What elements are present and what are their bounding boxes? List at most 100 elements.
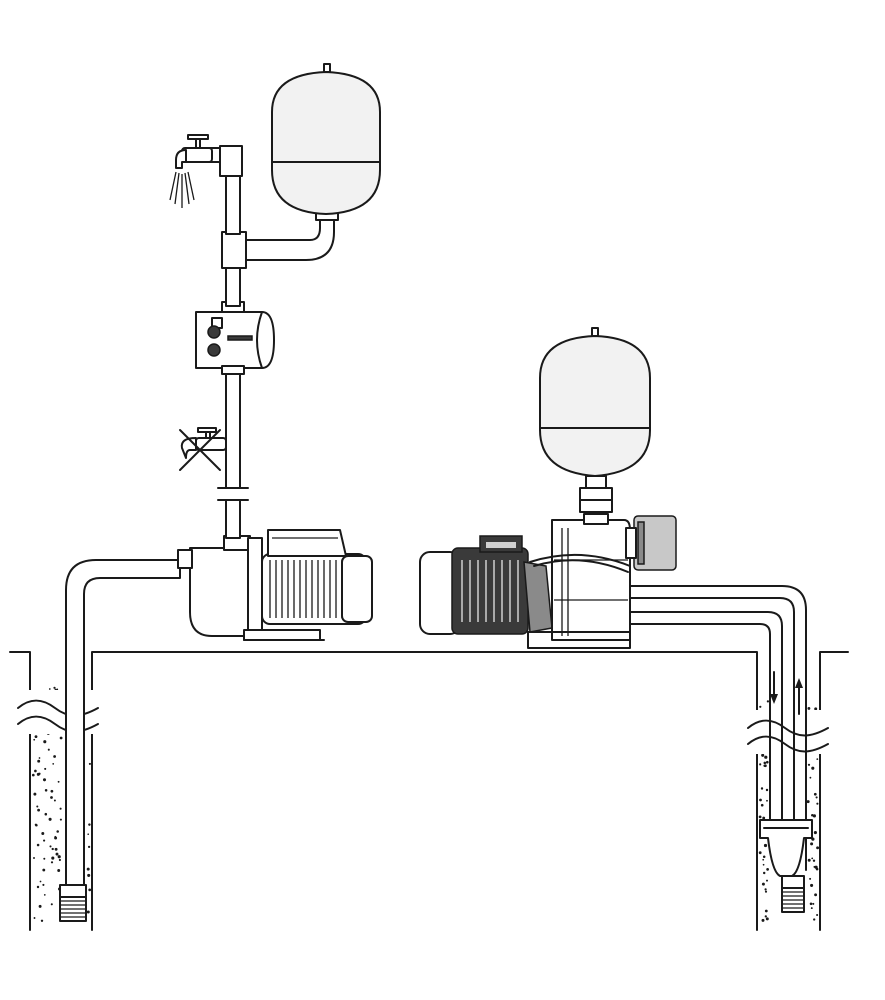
sediment-dot bbox=[88, 823, 91, 826]
arrow-up-icon bbox=[795, 678, 803, 715]
right-foot-strainer bbox=[781, 887, 805, 913]
right-pressure-tank bbox=[539, 327, 651, 513]
sediment-dot bbox=[810, 883, 814, 887]
sediment-dot bbox=[761, 882, 765, 886]
sediment-dot bbox=[36, 772, 40, 776]
left-jet-pump bbox=[177, 529, 373, 641]
sediment-dot bbox=[809, 902, 813, 906]
sediment-dot bbox=[88, 762, 91, 765]
sediment-dot bbox=[762, 858, 765, 861]
sediment-dot bbox=[759, 705, 762, 708]
sediment-dot bbox=[43, 839, 46, 842]
sediment-dot bbox=[37, 759, 41, 763]
sediment-dot bbox=[59, 807, 62, 810]
sediment-dot bbox=[764, 888, 767, 891]
sediment-dot bbox=[807, 706, 811, 710]
prohibited-tap-icon bbox=[179, 427, 227, 471]
sediment-dot bbox=[764, 890, 768, 893]
left-pressure-tank bbox=[271, 63, 381, 215]
sediment-dot bbox=[816, 758, 819, 760]
sediment-dot bbox=[53, 686, 56, 689]
sediment-dot bbox=[763, 764, 766, 767]
right-well-pipes bbox=[629, 585, 807, 871]
sediment-dot bbox=[54, 835, 57, 838]
right-jet-pump bbox=[419, 513, 677, 649]
sediment-dot bbox=[43, 857, 46, 860]
sediment-dot bbox=[758, 851, 762, 855]
pressure-controller bbox=[195, 301, 275, 375]
sediment-dot bbox=[86, 910, 90, 914]
sediment-dot bbox=[88, 888, 92, 892]
ground-surface bbox=[9, 651, 849, 931]
sediment-dot bbox=[766, 700, 770, 703]
sediment-dot bbox=[87, 845, 91, 849]
sediment-dot bbox=[44, 812, 48, 816]
sediment-dot bbox=[812, 859, 816, 862]
left-well-break bbox=[17, 690, 100, 734]
sediment-dot bbox=[816, 802, 819, 805]
sediment-dot bbox=[57, 869, 61, 872]
sediment-dot bbox=[48, 817, 52, 821]
right-jet-ejector bbox=[759, 819, 813, 889]
right-well-break bbox=[747, 710, 830, 754]
sediment-dot bbox=[766, 760, 769, 764]
sediment-dot bbox=[34, 735, 38, 739]
sediment-dot bbox=[59, 736, 63, 740]
sediment-dot bbox=[814, 893, 818, 897]
sediment-dot bbox=[807, 763, 811, 766]
sediment-dot bbox=[762, 816, 766, 820]
sediment-dot bbox=[51, 847, 54, 851]
sediment-dot bbox=[806, 800, 810, 804]
sediment-dot bbox=[51, 856, 55, 860]
sediment-dot bbox=[764, 755, 768, 759]
sediment-dot bbox=[40, 919, 44, 922]
sediment-dot bbox=[55, 852, 59, 856]
sediment-dot bbox=[33, 792, 37, 796]
sediment-dot bbox=[52, 763, 55, 765]
sediment-dot bbox=[54, 847, 58, 851]
sediment-dot bbox=[816, 846, 820, 850]
sediment-dot bbox=[760, 803, 764, 807]
sediment-dot bbox=[816, 913, 819, 917]
sediment-dot bbox=[33, 738, 36, 741]
sediment-dot bbox=[764, 915, 767, 918]
sediment-dot bbox=[807, 858, 811, 862]
sediment-dot bbox=[762, 871, 766, 875]
upper-pipe-network bbox=[199, 145, 339, 307]
sediment-dot bbox=[762, 863, 765, 866]
sediment-dot bbox=[764, 909, 768, 913]
sediment-dot bbox=[48, 688, 51, 690]
sediment-dot bbox=[762, 855, 766, 859]
sediment-dot bbox=[760, 787, 764, 790]
sediment-dot bbox=[38, 904, 42, 908]
sediment-dot bbox=[42, 883, 45, 886]
sediment-dot bbox=[41, 832, 45, 835]
sediment-dot bbox=[44, 789, 48, 792]
sediment-dot bbox=[812, 814, 816, 818]
sediment-dot bbox=[765, 917, 769, 921]
sediment-dot bbox=[758, 815, 762, 819]
sediment-dot bbox=[87, 833, 90, 836]
sediment-dot bbox=[50, 861, 54, 864]
sediment-dot bbox=[36, 843, 40, 847]
left-riser-pipe bbox=[217, 369, 249, 539]
sediment-dot bbox=[759, 798, 762, 802]
sediment-dot bbox=[87, 873, 91, 877]
sediment-dot bbox=[761, 918, 765, 922]
sediment-dot bbox=[50, 789, 54, 793]
sediment-dot bbox=[814, 707, 818, 711]
sediment-dot bbox=[765, 788, 769, 792]
sediment-dot bbox=[811, 766, 815, 770]
sediment-dot bbox=[33, 917, 36, 919]
sediment-dot bbox=[53, 755, 56, 758]
sediment-dot bbox=[38, 757, 41, 759]
sediment-dot bbox=[810, 842, 814, 846]
sediment-dot bbox=[39, 880, 42, 883]
sediment-dot bbox=[814, 865, 818, 869]
sediment-dot bbox=[763, 843, 768, 848]
tap-icon bbox=[169, 134, 213, 208]
sediment-dot bbox=[56, 830, 59, 833]
sediment-dot bbox=[36, 885, 40, 889]
sediment-dot bbox=[58, 858, 61, 862]
